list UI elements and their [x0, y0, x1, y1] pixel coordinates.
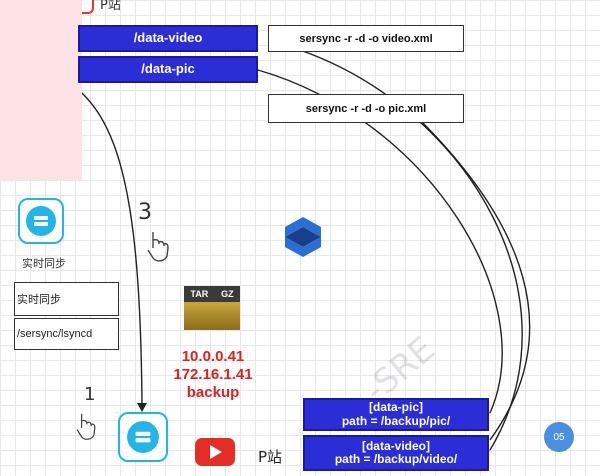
arrowhead-backup — [137, 403, 147, 412]
cloud-icon — [127, 421, 159, 453]
left-box-sersync: /sersync/lsyncd — [14, 318, 119, 350]
server-name: backup — [186, 384, 240, 401]
tar-gz-archive-icon: TAR GZ — [184, 286, 240, 330]
hand-pointer-icon — [76, 413, 96, 440]
target-pic-box: [data-pic] path = /backup/pic/ — [303, 398, 489, 431]
top-fragment-label: P站 — [100, 0, 121, 13]
target-pic-path: path = /backup/pic/ — [341, 413, 451, 428]
target-pic-section: [data-pic] — [369, 400, 423, 415]
left-sync-cloud — [18, 198, 64, 244]
cmd-video-box: sersync -r -d -o video.xml — [268, 25, 464, 52]
s-logo-icon — [285, 217, 321, 257]
connector-pic-cmd-to-target — [419, 119, 531, 441]
target-video-box: [data-video] path = /backup/video/ — [303, 435, 489, 471]
left-box-sync: 实时同步 — [14, 282, 119, 316]
step-3-annotation: 3 — [138, 200, 152, 225]
backup-cloud — [118, 412, 168, 462]
data-video-box: /data-video — [78, 25, 258, 52]
archive-tar-label: TAR — [190, 289, 209, 299]
step-1-annotation: 1 — [84, 384, 96, 405]
hand-pointer-icon — [147, 232, 169, 262]
server-ip-1: 10.0.0.41 — [181, 348, 245, 365]
target-video-path: path = /backup/video/ — [334, 452, 458, 466]
cmd-pic-box: sersync -r -d -o pic.xml — [268, 94, 464, 123]
server-ip-2: 172.16.1.41 — [173, 366, 253, 383]
connector-video-to-target — [299, 49, 523, 451]
bottom-label: P站 — [258, 448, 283, 466]
cloud-icon — [26, 206, 56, 236]
left-pink-panel — [0, 0, 82, 180]
target-video-section: [data-video] — [361, 438, 430, 453]
data-pic-box: /data-pic — [78, 56, 258, 83]
video-play-icon — [195, 438, 235, 466]
left-cloud-label: 实时同步 — [22, 257, 66, 270]
page-badge: 05 — [544, 422, 574, 452]
archive-gz-label: GZ — [221, 289, 234, 299]
